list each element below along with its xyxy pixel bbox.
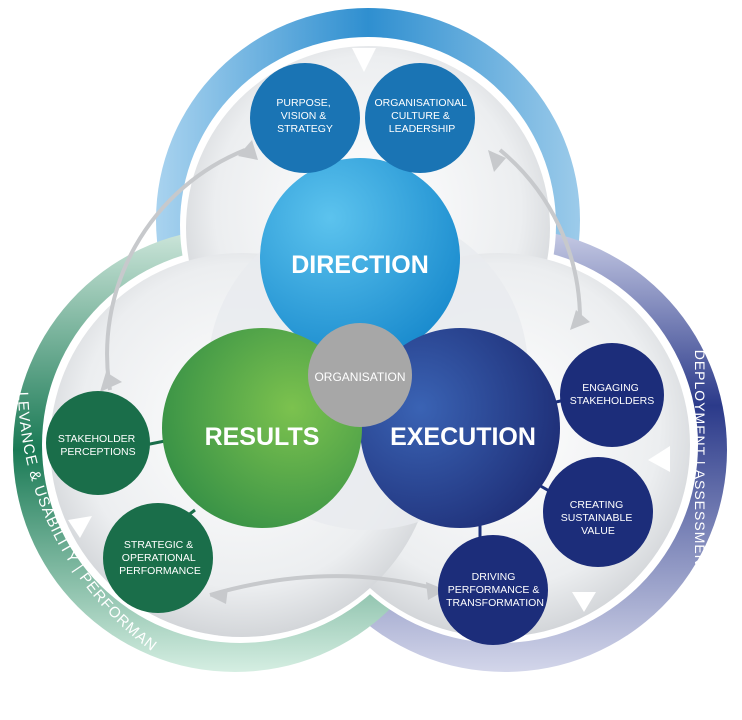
arrow-right-upper: [498, 148, 583, 321]
execution-label: EXECUTION: [390, 423, 536, 451]
purpose-circle: [250, 63, 360, 173]
organisation-label: ORGANISATION: [314, 370, 405, 384]
creating-circle: [543, 457, 653, 567]
satellite-circles: [46, 63, 664, 645]
strategic-label: STRATEGIC & OPERATIONAL PERFORMANCE: [119, 539, 201, 577]
arrow-left-upper: [105, 148, 246, 391]
results-label: RESULTS: [205, 423, 320, 451]
flow-arrows: [105, 148, 583, 597]
engaging-label: ENGAGING STAKEHOLDERS: [570, 382, 654, 407]
satellite-labels: PURPOSE, VISION & STRATEGY ORGANISATIONA…: [58, 97, 654, 609]
core-circles: [162, 158, 560, 528]
creating-label: CREATING SUSTAINABLE VALUE: [561, 499, 636, 537]
direction-label: DIRECTION: [291, 251, 429, 279]
organisation-circle: [308, 323, 412, 427]
triangle-marker-left: [68, 516, 92, 538]
arrow-bottom: [209, 574, 441, 597]
direction-circle: [260, 158, 460, 358]
culture-label: ORGANISATIONAL CULTURE & LEADERSHIP: [374, 97, 469, 135]
culture-circle: [365, 63, 475, 173]
perceptions-label: STAKEHOLDER PERCEPTIONS: [58, 433, 138, 458]
triangle-markers: [68, 48, 670, 612]
driving-label: DRIVING PERFORMANCE & TRANSFORMATION: [446, 571, 544, 609]
triangle-marker-bottom-right: [572, 592, 596, 612]
arrow-heads: [100, 140, 590, 604]
triangle-marker-top: [352, 48, 376, 72]
core-labels: DIRECTION EXECUTION RESULTS ORGANISATION: [205, 251, 536, 451]
engaging-circle: [560, 343, 664, 447]
perceptions-circle: [46, 391, 150, 495]
triangle-marker-right: [648, 446, 670, 472]
driving-circle: [438, 535, 548, 645]
strategic-circle: [103, 503, 213, 613]
purpose-label: PURPOSE, VISION & STRATEGY: [276, 97, 333, 135]
